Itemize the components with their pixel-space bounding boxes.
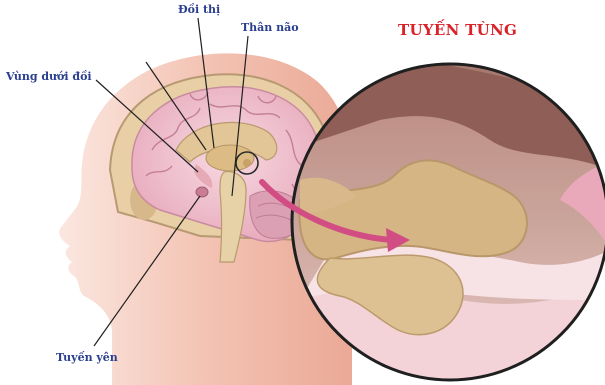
label-brainstem: Thân não bbox=[241, 21, 299, 34]
diagram-title: TUYẾN TÙNG bbox=[398, 21, 517, 39]
pineal-gland-small bbox=[243, 159, 251, 167]
thalamus bbox=[206, 145, 254, 171]
pituitary-gland bbox=[196, 187, 208, 197]
label-pituitary: Tuyến yên bbox=[56, 351, 118, 364]
label-hypothalamus: Vùng dưới đồi bbox=[6, 70, 92, 83]
label-thalamus: Đồi thị bbox=[178, 3, 220, 16]
